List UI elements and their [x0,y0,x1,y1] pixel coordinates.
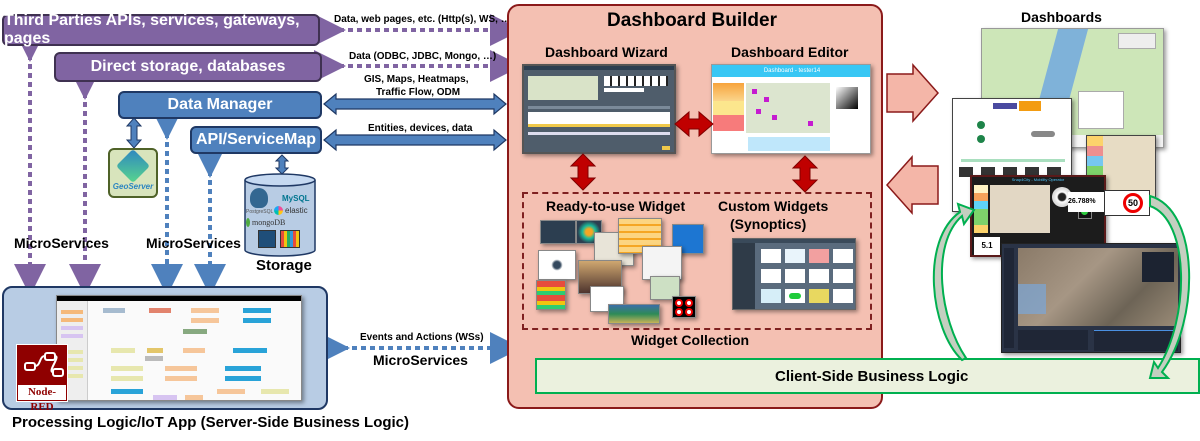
dashboard-3d-city-screenshot[interactable] [1001,243,1181,353]
dashboard-builder-panel: Dashboard Builder Dashboard Wizard Dashb… [507,4,883,409]
postgresql-label: PostgreSQL [246,209,274,215]
mongodb-leaf-icon [246,218,250,227]
connector-label-gis-line2: Traffic Flow, ODM [376,87,461,98]
mongodb-label: mongoDB [252,218,286,227]
widget-thumb-radar[interactable] [540,220,576,244]
elastic-label: elastic [285,206,308,215]
widget-collection-label: Widget Collection [631,332,750,348]
dashboard-editor-screenshot[interactable]: Dashboard - tester14 [711,64,871,154]
client-side-logic-label: Client-Side Business Logic [775,368,969,385]
sparql-icon [258,230,276,248]
ready-widget-title: Ready-to-use Widget [546,198,686,214]
node-red-editor-screenshot [56,295,302,401]
connector-api-servicemap [323,128,507,152]
synoptics-screenshot[interactable] [732,238,856,310]
dashboard-editor-title: Dashboard Editor [731,44,849,60]
geoserver-label: GeoServer [112,182,154,191]
third-parties-label: Third Parties APIs, services, gateways, … [4,12,300,47]
connector-label-events-actions: Events and Actions (WSs) [360,332,484,343]
widget-thumb-gauge[interactable] [538,250,576,280]
widget-thumb-table[interactable] [642,246,682,280]
editor-widget-arrow [791,155,819,193]
dashboard-wizard-title: Dashboard Wizard [545,44,668,60]
speed-limit-sign: 50 [1123,193,1143,213]
widget-collection-box: Ready-to-use Widget Custom Widgets (Syno… [522,192,872,330]
client-side-logic-bar: Client-Side Business Logic [535,358,1200,394]
connector-label-direct-storage: Data (ODBC, JDBC, Mongo, …) [349,51,497,62]
mobility-kpi-value: 5.1 [974,237,1000,255]
geoserver-box[interactable]: GeoServer [108,148,158,198]
dashboard-builder-title: Dashboard Builder [607,10,777,31]
connector-label-entities: Entities, devices, data [368,123,473,134]
rdf-store-icon [280,230,300,248]
storage-cylinder[interactable]: PostgreSQL MySQL elastic mongoDB [244,172,316,258]
microservices-label-2: MicroServices [146,235,241,251]
connector-data-manager [323,92,507,116]
custom-widgets-subtitle: (Synoptics) [730,216,807,232]
node-red-logo: Node-RED [16,344,68,413]
processing-logic-box[interactable]: Node-RED [2,286,328,413]
builder-arrows [569,110,819,193]
editor-window-title: Dashboard - tester14 [712,65,870,77]
widget-thumb-heatmap[interactable] [536,280,566,310]
dashboard-wizard-screenshot[interactable] [522,64,676,154]
node-red-flow-icon [24,352,64,377]
data-manager-label: Data Manager [167,96,273,113]
custom-widgets-title: Custom Widgets [718,198,829,214]
third-parties-box[interactable]: Third Parties APIs, services, gateways, … [2,12,320,47]
mobility-percent-value: 26.788% [1068,192,1104,212]
dashboard-mobility-screenshot[interactable]: Snap4City - Mobility Operator 5.1 [970,175,1106,257]
api-servicemap-box[interactable]: API/ServiceMap [190,126,322,154]
connector-dm-geoserver [125,117,143,149]
processing-logic-caption: Processing Logic/IoT App (Server-Side Bu… [12,414,410,431]
microservices-label-1: MicroServices [14,235,109,251]
widget-thumb-signs[interactable] [672,296,696,318]
connector-label-microservices: MicroServices [373,352,468,368]
connector-label-third-parties: Data, web pages, etc. (Http(s), WS, …) [334,14,515,25]
data-manager-box[interactable]: Data Manager [118,91,322,119]
widget-thumb-panorama[interactable] [608,304,660,324]
wizard-editor-arrow [674,110,714,138]
node-red-label: Node-RED [18,385,66,413]
mysql-logo: MySQL [282,194,310,203]
elastic-icon [274,206,283,215]
wizard-widget-arrow [569,153,597,191]
direct-storage-label: Direct storage, databases [90,58,286,75]
connector-label-gis-line1: GIS, Maps, Heatmaps, [364,74,469,85]
dashboards-title: Dashboards [1021,9,1102,25]
geoserver-globe-icon [116,149,150,183]
postgresql-icon [250,188,268,208]
api-servicemap-label: API/ServiceMap [195,131,317,148]
storage-label: Storage [256,257,312,274]
direct-storage-box[interactable]: Direct storage, databases [54,52,322,82]
mobility-dashboard-title: Snap4City - Mobility Operator [1011,177,1065,182]
speed-limit-panel: 50 [1104,190,1150,216]
